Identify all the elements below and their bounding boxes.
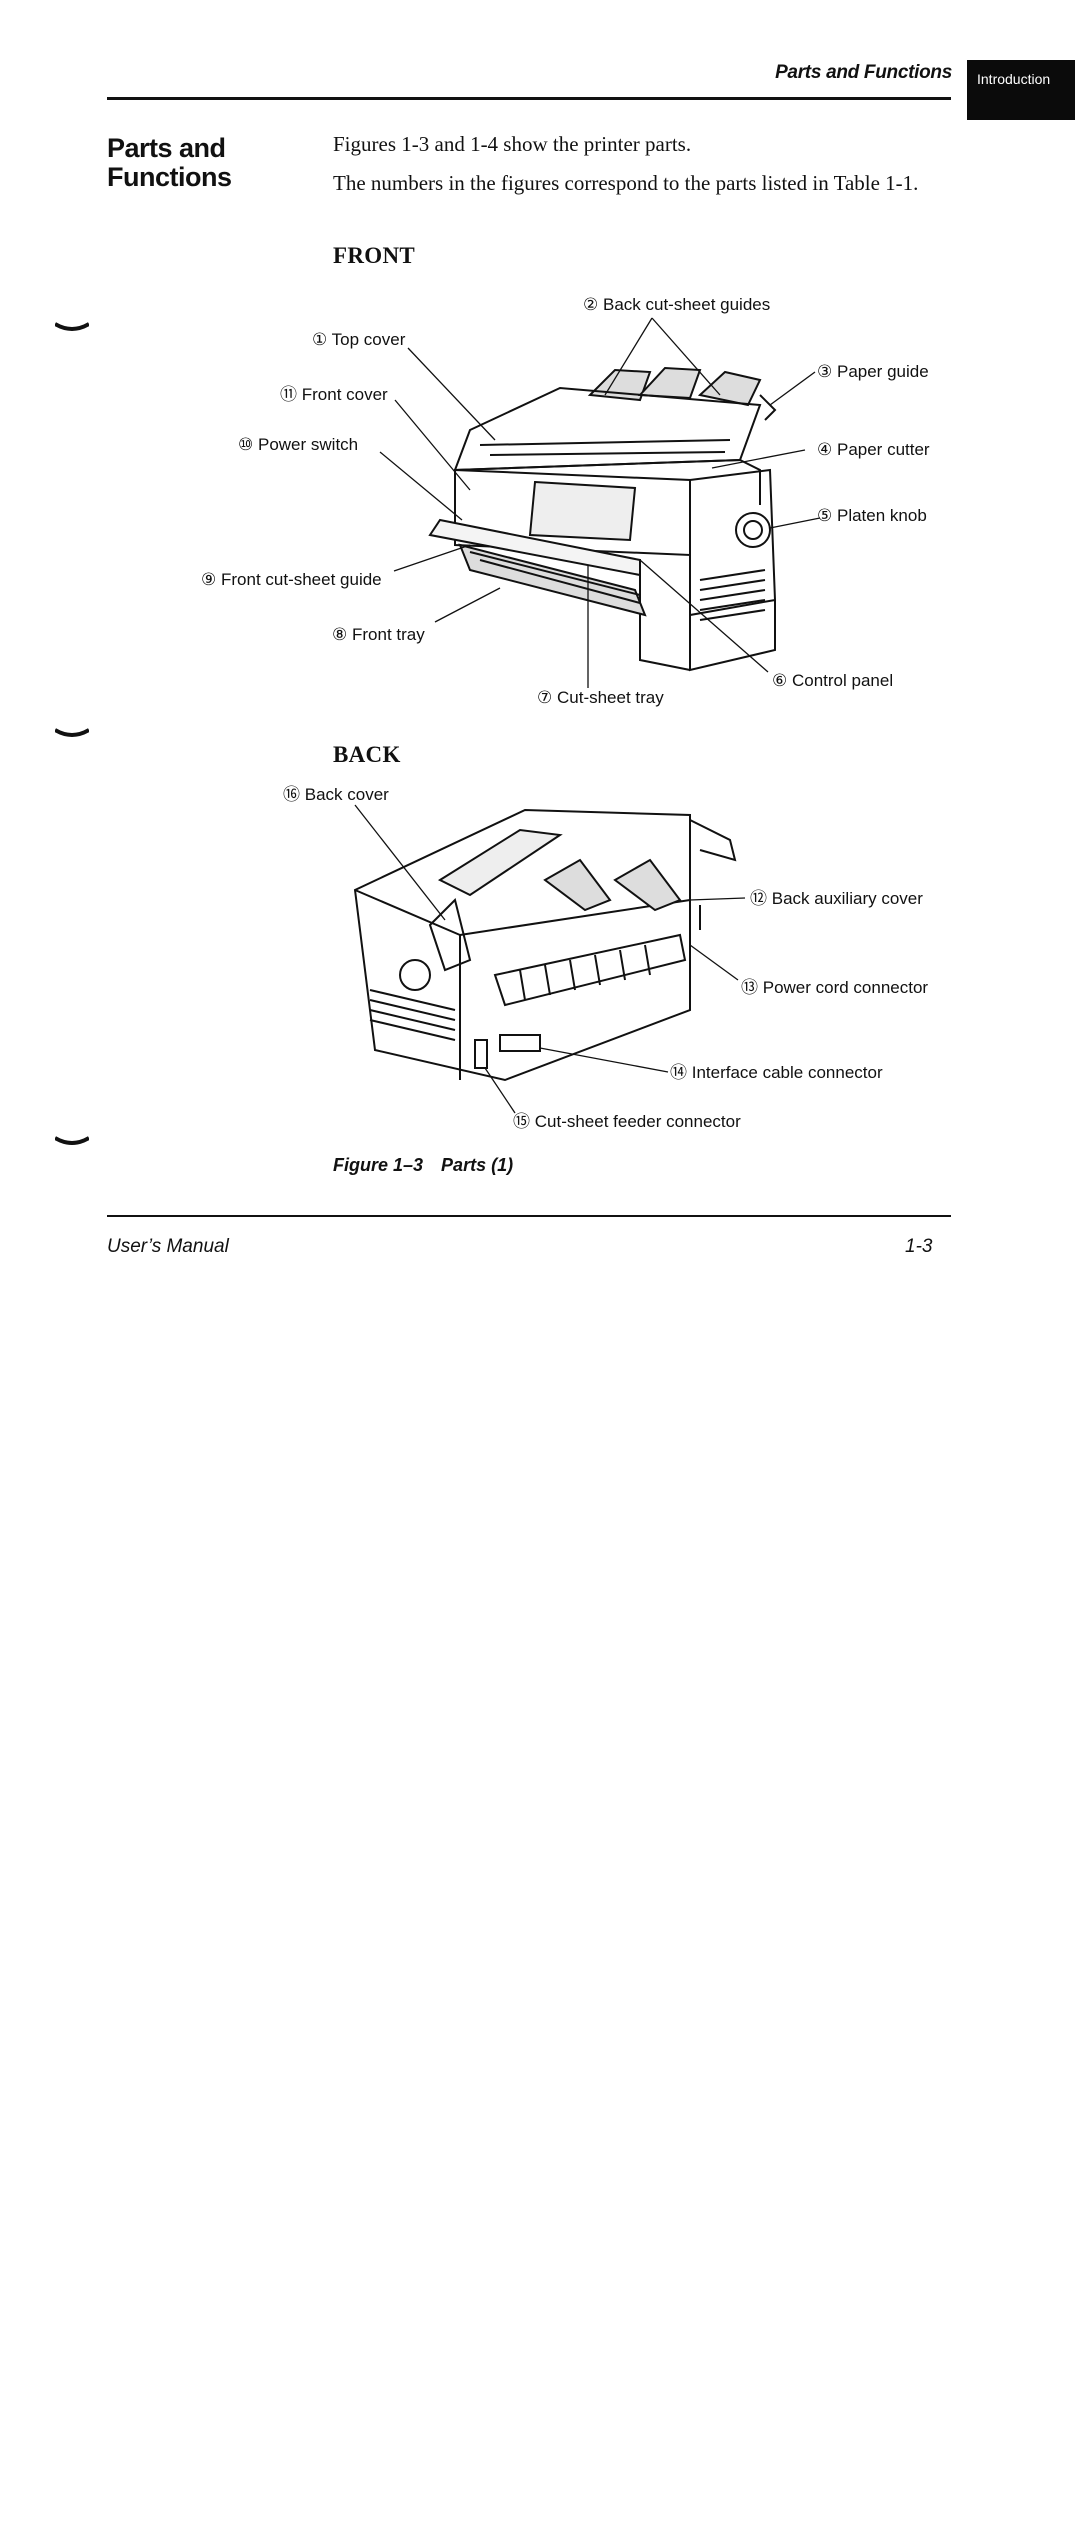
binder-mark-icon: [55, 1136, 89, 1145]
label-front-cover: ⑪ Front cover: [280, 385, 388, 404]
label-control-panel: ⑥ Control panel: [772, 671, 893, 690]
label-cut-sheet-tray: ⑦ Cut-sheet tray: [537, 688, 664, 707]
back-leader-lines: [354, 804, 746, 1114]
parts-figure: ① Top cover ② Back cut-sheet guides ③ Pa…: [201, 295, 930, 1131]
footer-rule: [107, 1215, 951, 1217]
front-leader-lines: [379, 317, 821, 688]
label-cut-sheet-feeder-connector: ⑮ Cut-sheet feeder connector: [513, 1112, 741, 1131]
label-interface-cable-connector: ⑭ Interface cable connector: [670, 1063, 883, 1082]
side-title-line1: Parts and: [107, 133, 226, 163]
label-back-cut-sheet-guides: ② Back cut-sheet guides: [583, 295, 770, 314]
label-top-cover: ① Top cover: [312, 330, 406, 349]
label-front-cut-sheet-guide: ⑨ Front cut-sheet guide: [201, 570, 382, 589]
side-title: Parts and Functions: [107, 134, 232, 192]
header-rule: [107, 97, 951, 100]
intro-line-1: Figures 1-3 and 1-4 show the printer par…: [333, 132, 692, 156]
label-paper-guide: ③ Paper guide: [817, 362, 929, 381]
figure-caption: Figure 1–3 Parts (1): [333, 1155, 513, 1176]
section-tab-label: Introduction: [977, 71, 1051, 87]
label-platen-knob: ⑤ Platen knob: [817, 506, 927, 525]
footer-manual-name: User’s Manual: [107, 1236, 229, 1257]
label-power-switch: ⑩ Power switch: [238, 435, 358, 454]
label-back-cover: ⑯ Back cover: [283, 785, 389, 804]
intro-line-2: The numbers in the figures correspond to…: [333, 171, 919, 195]
footer-page-number: 1-3: [905, 1236, 933, 1257]
label-back-auxiliary-cover: ⑫ Back auxiliary cover: [750, 889, 923, 908]
back-heading: BACK: [333, 742, 401, 767]
back-printer-illustration: [353, 808, 737, 1082]
figure-title: Parts (1): [441, 1155, 514, 1175]
side-title-line2: Functions: [107, 162, 232, 192]
label-front-tray: ⑧ Front tray: [332, 625, 425, 644]
binder-mark-icon: [55, 322, 89, 331]
section-tab: Introduction: [967, 60, 1075, 120]
binder-mark-icon: [55, 728, 89, 737]
front-heading: FRONT: [333, 243, 415, 268]
front-printer-illustration: [428, 366, 777, 672]
figure-number: Figure 1–3: [333, 1155, 424, 1175]
running-header-title: Parts and Functions: [775, 62, 952, 83]
label-paper-cutter: ④ Paper cutter: [817, 440, 930, 459]
label-power-cord-connector: ⑬ Power cord connector: [741, 978, 928, 997]
